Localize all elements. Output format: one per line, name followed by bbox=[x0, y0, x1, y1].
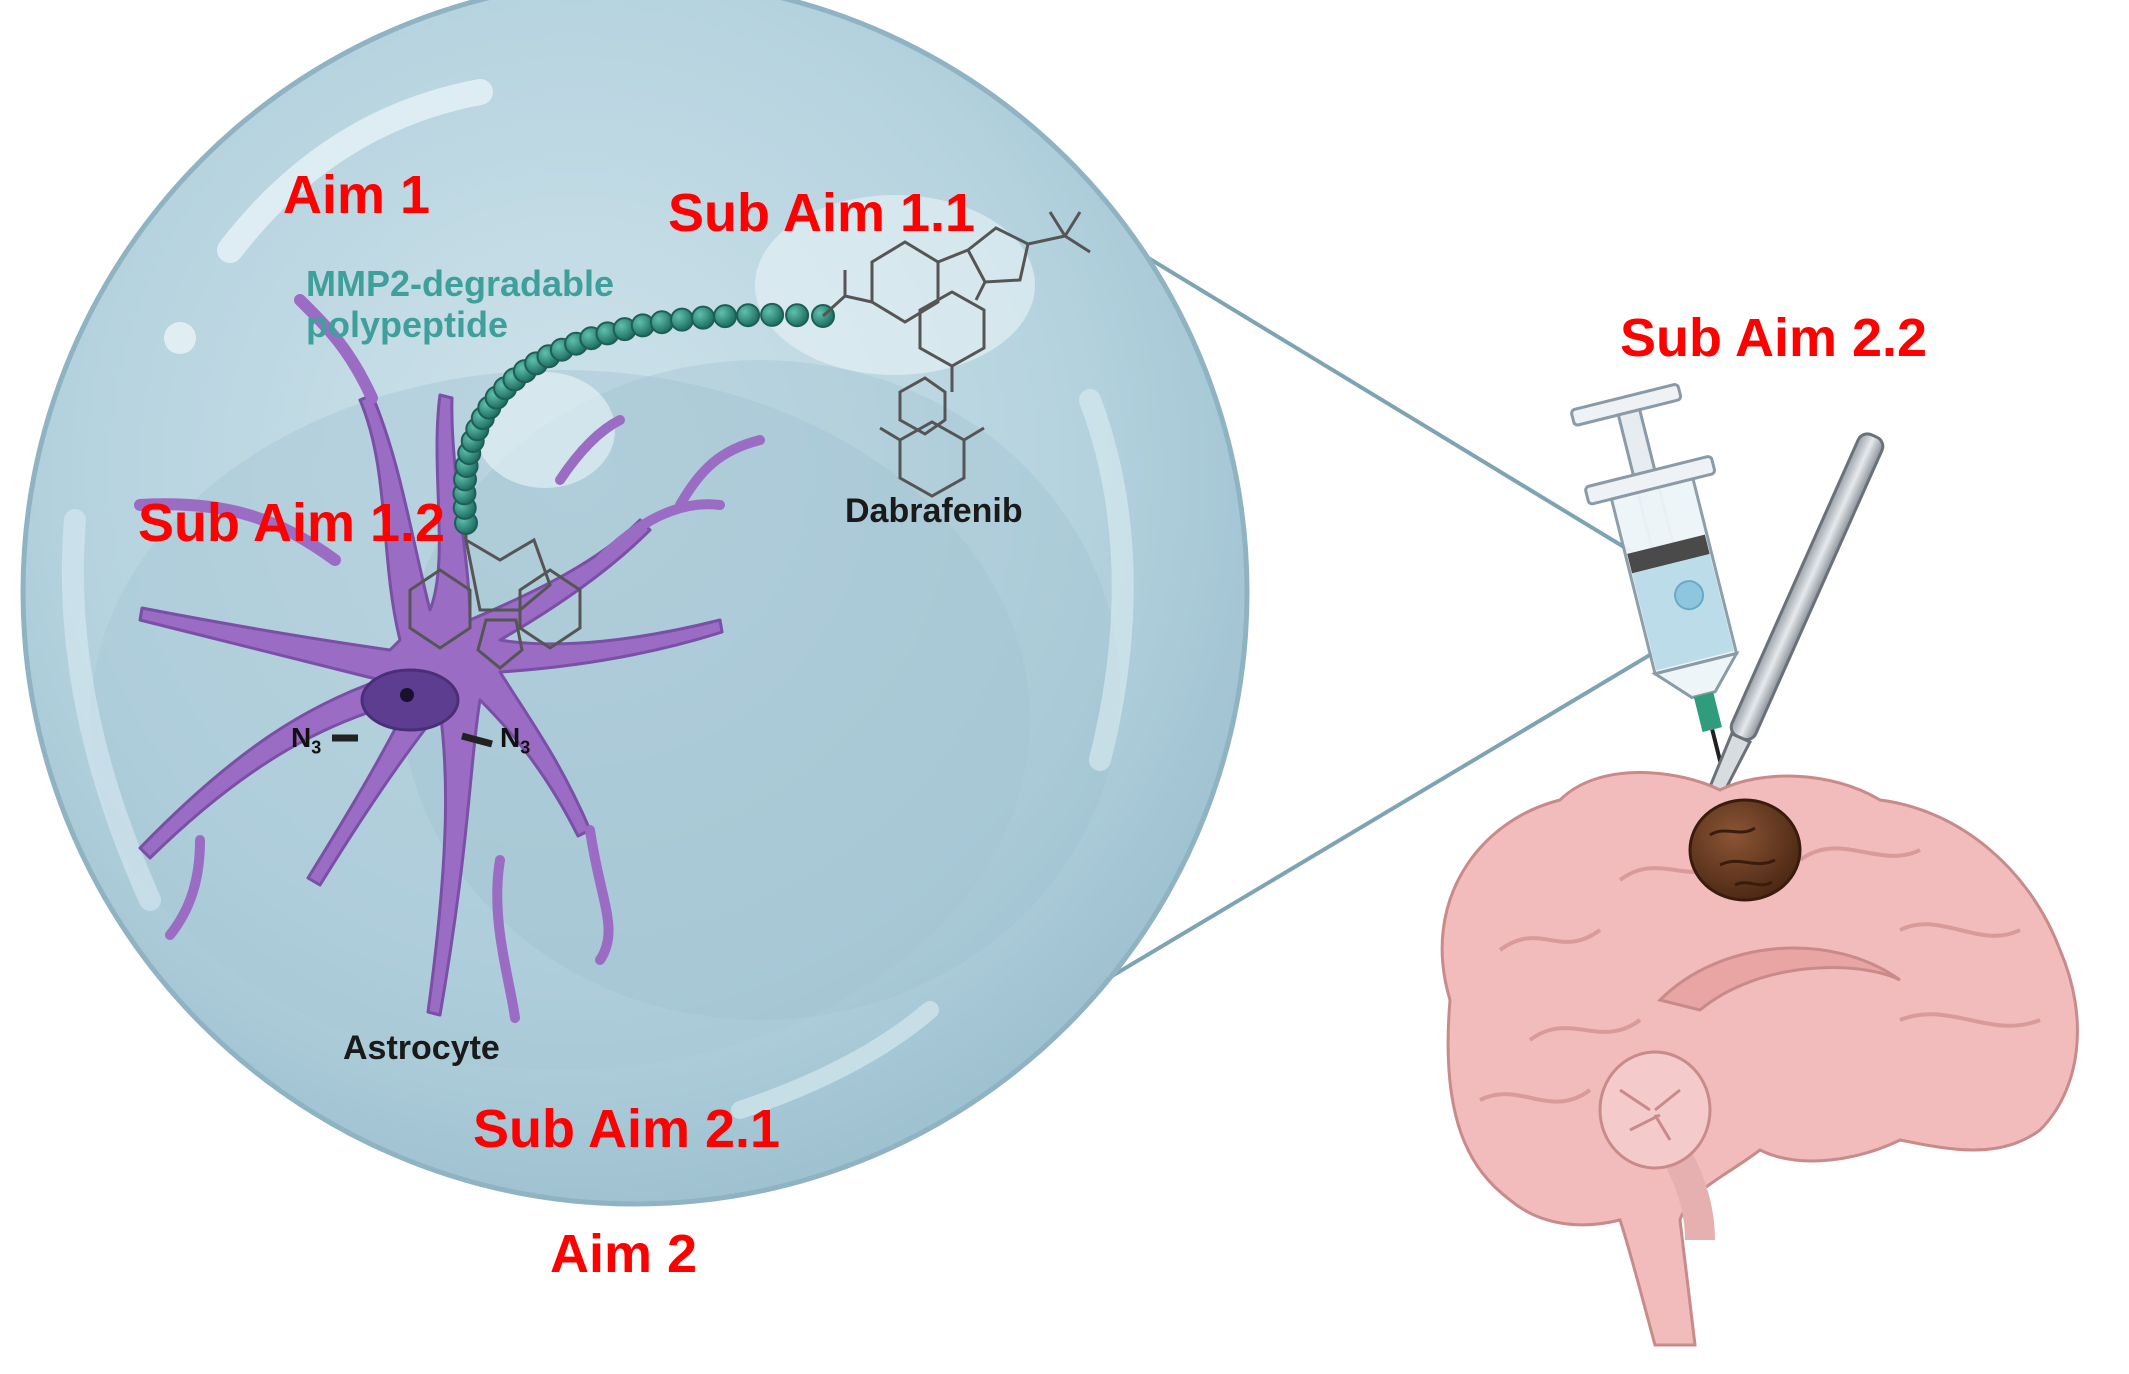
tumor bbox=[1688, 798, 1802, 902]
polypeptide-bead bbox=[649, 310, 674, 335]
astrocyte-cell bbox=[134, 294, 765, 1023]
polypeptide-bead bbox=[713, 304, 738, 329]
azide-label-right: N3 bbox=[500, 722, 530, 759]
polypeptide-bead bbox=[785, 303, 810, 328]
azide-symbol: N bbox=[291, 722, 312, 753]
polypeptide-label-line1: MMP2-degradable bbox=[306, 263, 615, 304]
azide-markers bbox=[332, 732, 493, 748]
azide-label-left: N3 bbox=[291, 722, 321, 759]
polypeptide-label: MMP2-degradable polypeptide bbox=[306, 263, 614, 346]
polypeptide-label-line2: polypeptide bbox=[306, 304, 509, 346]
sub-aim-1-2-label: Sub Aim 1.2 bbox=[138, 493, 446, 553]
dabrafenib-label: Dabrafenib bbox=[845, 492, 1023, 530]
sub-aim-1-1-label: Sub Aim 1.1 bbox=[668, 183, 976, 243]
aim-2-label: Aim 2 bbox=[550, 1224, 698, 1284]
polypeptide-bead bbox=[670, 307, 694, 332]
astrocyte-label: Astrocyte bbox=[343, 1029, 500, 1067]
sub-aim-2-2-label: Sub Aim 2.2 bbox=[1620, 308, 1928, 368]
sub-aim-2-1-label: Sub Aim 2.1 bbox=[473, 1099, 781, 1159]
azide-symbol: N bbox=[500, 722, 521, 753]
polypeptide-chain bbox=[452, 302, 835, 535]
dabrafenib-molecule bbox=[821, 211, 1091, 498]
syringe-icon bbox=[1570, 383, 1742, 841]
brain-illustration bbox=[1440, 771, 2079, 1347]
polypeptide-bead bbox=[760, 302, 785, 327]
bubble-lens bbox=[20, 0, 1250, 1207]
azide-subscript: 3 bbox=[311, 737, 322, 758]
polypeptide-bead bbox=[691, 305, 716, 330]
polypeptide-bead bbox=[736, 303, 761, 328]
azide-subscript: 3 bbox=[520, 737, 531, 758]
aim-1-label: Aim 1 bbox=[283, 165, 431, 225]
